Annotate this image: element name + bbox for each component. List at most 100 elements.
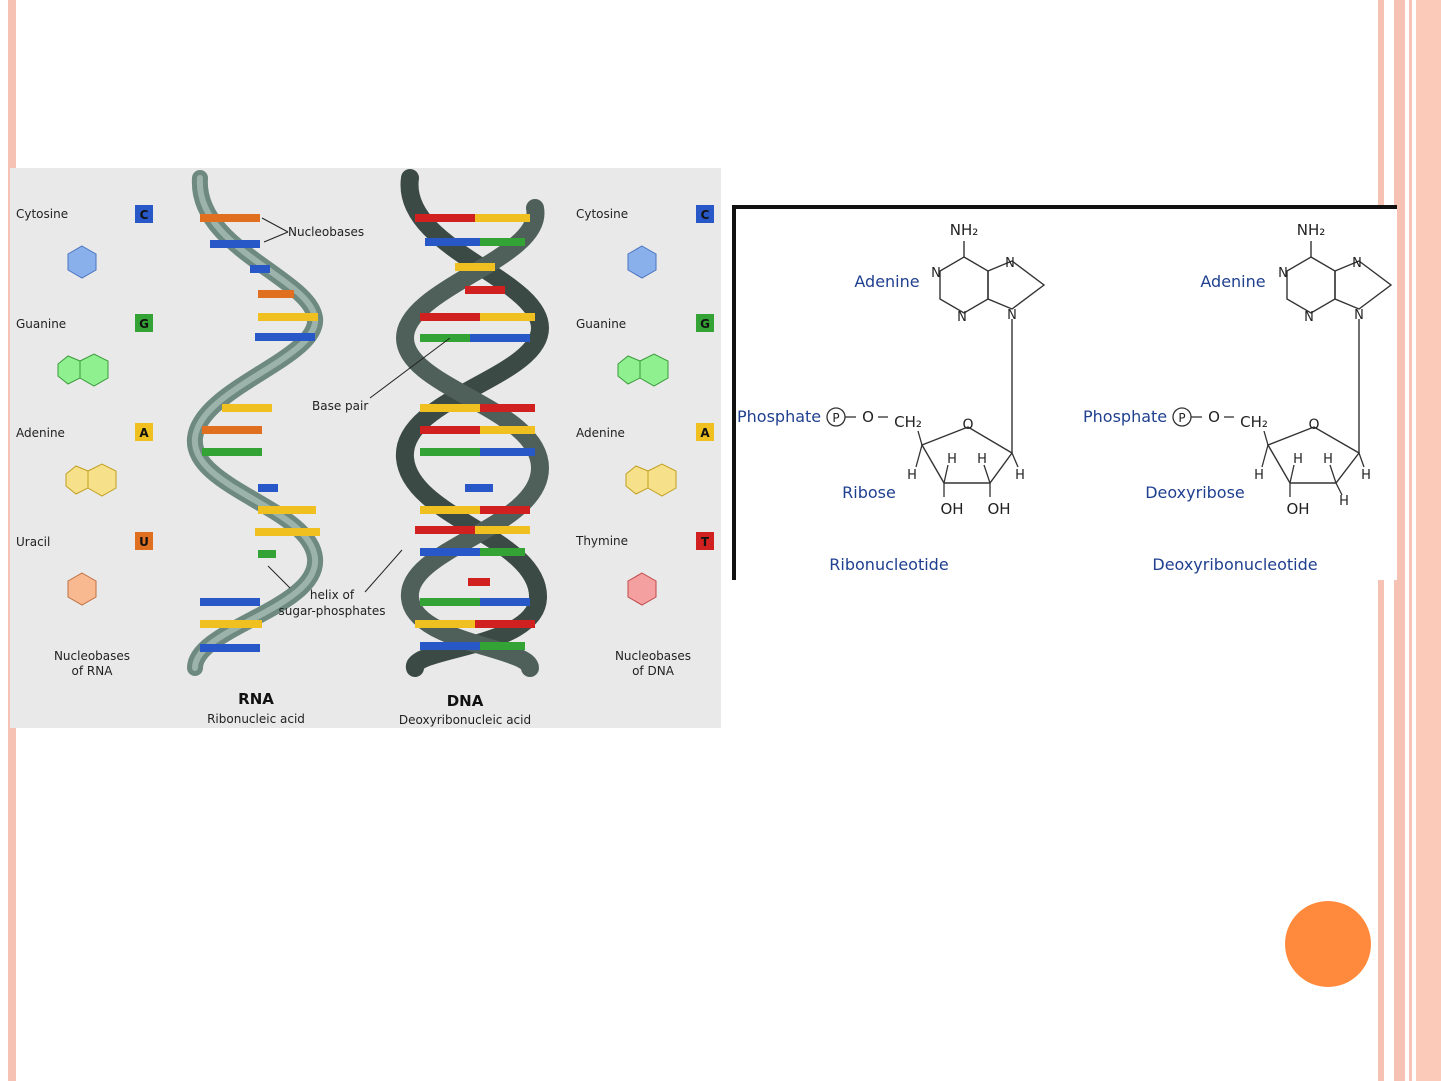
label-helix-line1: helix of	[310, 588, 355, 602]
uracil-molecule-icon	[67, 572, 97, 606]
rna-dna-figure: Cytosine C Guanine G Adenine A Uracil U …	[10, 168, 721, 728]
deoxy-n3: N	[1352, 256, 1362, 271]
rna-badge-u	[135, 532, 153, 550]
deoxyribonucleotide-structure: NH₂ N N N N Adenine Phosphate P O CH₂ O	[1083, 221, 1393, 574]
ribo-n1: N	[931, 266, 941, 281]
rna-caption-line2: of RNA	[72, 664, 114, 678]
figure-left-border	[732, 205, 736, 580]
dna-base-name-guanine: Guanine	[576, 317, 626, 331]
rna-title: RNA	[238, 690, 274, 708]
deoxy-h2: H	[1293, 452, 1303, 467]
ribo-h3: H	[977, 452, 987, 467]
label-helix-line2: sugar-phosphates	[278, 604, 385, 618]
rna-base-column: Cytosine C Guanine G Adenine A Uracil U …	[16, 205, 153, 678]
ribo-base-label: Adenine	[854, 272, 919, 291]
dna-guanine-molecule-icon	[617, 355, 641, 385]
deoxy-ch2: CH₂	[1240, 413, 1268, 431]
dna-badge-a-letter: A	[700, 426, 710, 440]
dna-base-name-adenine: Adenine	[576, 426, 625, 440]
deoxy-h3: H	[1323, 452, 1333, 467]
dna-badge-c-letter: C	[701, 208, 710, 222]
rna-badge-u-letter: U	[139, 535, 149, 549]
ribo-n4: N	[1007, 308, 1017, 323]
ribo-n3: N	[1005, 256, 1015, 271]
rna-base-name-adenine: Adenine	[16, 426, 65, 440]
guanine-molecule-icon	[57, 355, 81, 385]
ribo-n2: N	[957, 310, 967, 325]
slide-number-circle	[1285, 901, 1371, 987]
rna-base-name-guanine: Guanine	[16, 317, 66, 331]
ribose-ring	[920, 426, 1014, 484]
deoxy-adenine-ring	[1286, 256, 1336, 314]
dna-badge-t-letter: T	[701, 535, 710, 549]
dna-caption-line1: Nucleobases	[615, 649, 691, 663]
dna-base-name-cytosine: Cytosine	[576, 207, 628, 221]
ribo-ring-o: O	[962, 417, 973, 433]
deoxyribose-ring	[1266, 426, 1361, 484]
dna-subtitle: Deoxyribonucleic acid	[399, 713, 531, 727]
deoxy-p: P	[1178, 411, 1185, 425]
label-nucleobases: Nucleobases	[288, 225, 364, 239]
ribose-label: Ribose	[842, 483, 896, 502]
deoxyribose-label: Deoxyribose	[1145, 483, 1245, 502]
figure-top-border	[732, 205, 1397, 209]
dna-badge-c	[696, 205, 714, 223]
annotations: Nucleobases Base pair helix of sugar-pho…	[261, 217, 451, 618]
dna-base-column: Cytosine C Guanine G Adenine A Thymine T…	[575, 205, 714, 678]
dna-adenine-molecule-icon	[625, 465, 649, 495]
ribo-h2: H	[947, 452, 957, 467]
helix-pointer-dna	[364, 549, 403, 593]
ribo-p: P	[832, 411, 839, 425]
deoxy-h4: H	[1339, 494, 1349, 509]
nucleotide-comparison-figure: NH₂ N N N N Adenine Phosphate P O CH₂ O	[732, 205, 1397, 580]
ribo-oh2: OH	[987, 500, 1010, 518]
rna-badge-c	[135, 205, 153, 223]
dna-base-rung	[415, 214, 475, 222]
rna-subtitle: Ribonucleic acid	[207, 712, 305, 726]
rna-base-rung	[200, 214, 260, 222]
rna-base-name-uracil: Uracil	[16, 535, 50, 549]
rna-base-name-cytosine: Cytosine	[16, 207, 68, 221]
rna-badge-g-letter: G	[139, 317, 149, 331]
deoxy-n4: N	[1354, 308, 1364, 323]
deoxy-amine: NH₂	[1297, 221, 1326, 239]
ribo-ch2: CH₂	[894, 413, 922, 431]
rna-badge-g	[135, 314, 153, 332]
deoxy-n2: N	[1304, 310, 1314, 325]
ribo-adenine-ring	[939, 256, 989, 314]
base-pair-pointer	[369, 337, 451, 399]
ribonucleotide-title: Ribonucleotide	[829, 555, 948, 574]
deoxy-h1: H	[1254, 468, 1264, 483]
dna-caption-line2: of DNA	[632, 664, 675, 678]
cytosine-molecule-icon	[67, 245, 97, 279]
helix-pointer-rna	[267, 565, 291, 589]
ribonucleotide-structure: NH₂ N N N N Adenine Phosphate P O CH₂ O	[737, 221, 1046, 574]
ribo-o-link: O	[862, 408, 874, 426]
rna-caption-line1: Nucleobases	[54, 649, 130, 663]
dna-badge-a	[696, 423, 714, 441]
dna-badge-g	[696, 314, 714, 332]
adenine-molecule-icon	[65, 465, 89, 495]
rna-badge-c-letter: C	[140, 208, 149, 222]
dna-badge-t	[696, 532, 714, 550]
nucleobases-pointer	[261, 217, 289, 233]
dna-badge-g-letter: G	[700, 317, 710, 331]
ribo-phosphate-label: Phosphate	[737, 407, 821, 426]
thymine-molecule-icon	[627, 572, 657, 606]
ribo-oh1: OH	[940, 500, 963, 518]
rna-badge-a-letter: A	[139, 426, 149, 440]
rna-badge-a	[135, 423, 153, 441]
ribo-amine: NH₂	[950, 221, 979, 239]
deoxy-phosphate-label: Phosphate	[1083, 407, 1167, 426]
dna-base-name-thymine: Thymine	[575, 534, 628, 548]
rna-helix	[187, 170, 323, 676]
dna-title: DNA	[447, 692, 484, 710]
ribo-h1: H	[907, 468, 917, 483]
deoxy-o-link: O	[1208, 408, 1220, 426]
deoxyribonucleotide-title: Deoxyribonucleotide	[1152, 555, 1317, 574]
deoxy-oh1: OH	[1286, 500, 1309, 518]
label-base-pair: Base pair	[312, 399, 368, 413]
deoxy-ring-o: O	[1308, 417, 1319, 433]
deoxy-n1: N	[1278, 266, 1288, 281]
